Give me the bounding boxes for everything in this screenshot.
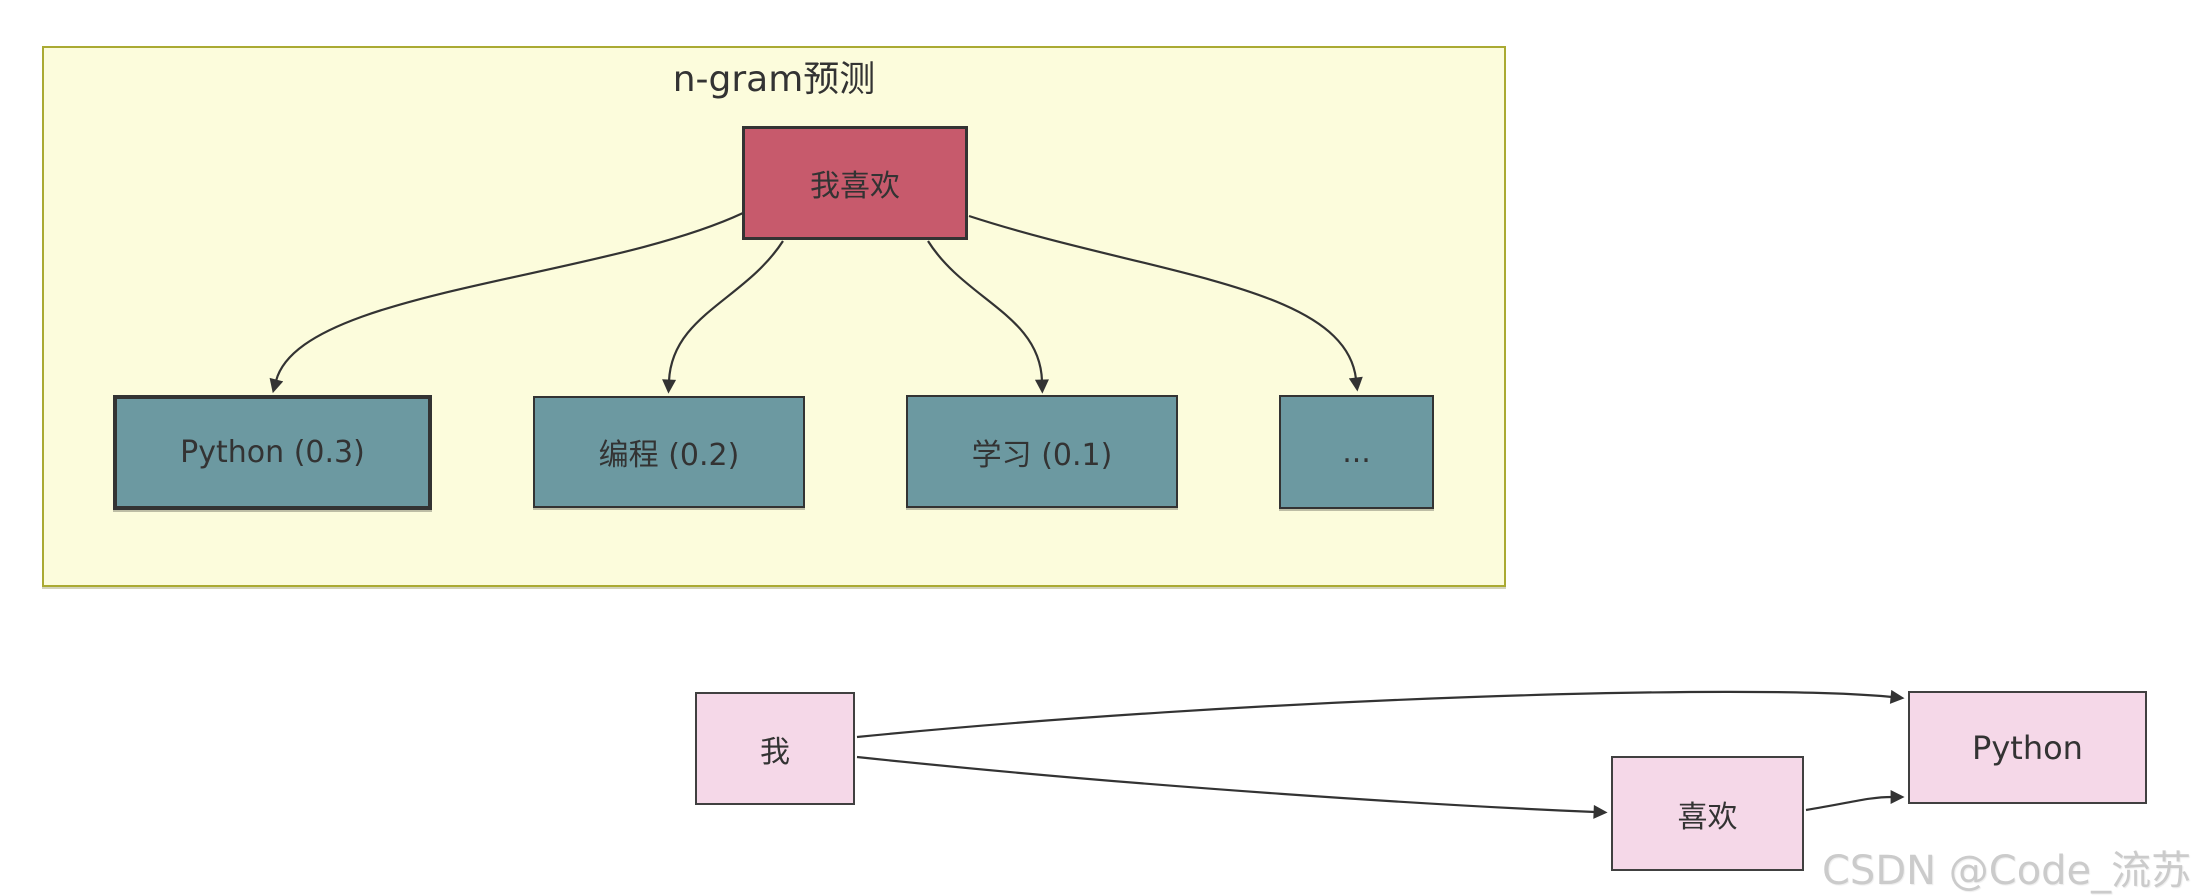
csdn-watermark: CSDN @Code_流苏: [1822, 848, 2192, 894]
node-candidate-xuexi: 学习 (0.1): [906, 395, 1178, 508]
node-seq-wo: 我: [695, 692, 855, 805]
node-context-wo-xihuan: 我喜欢: [742, 126, 968, 240]
node-candidate-python: Python (0.3): [113, 395, 432, 510]
node-label: Python: [1972, 728, 2083, 767]
node-seq-xihuan: 喜欢: [1611, 756, 1804, 871]
node-label: 编程 (0.2): [598, 438, 740, 473]
node-label: Python (0.3): [180, 435, 365, 470]
node-seq-python: Python: [1908, 691, 2147, 804]
node-label: 学习 (0.1): [971, 437, 1113, 473]
edge-xihuan-to-python: [1805, 790, 1905, 812]
node-candidate-ellipsis: ...: [1279, 395, 1434, 509]
edge-wo-to-python: [856, 689, 1905, 739]
node-label: ...: [1342, 434, 1371, 470]
node-label: 喜欢: [1677, 799, 1738, 835]
node-label: 我: [760, 734, 790, 770]
node-label: 我喜欢: [810, 169, 900, 204]
edge-wo-to-xihuan: [856, 755, 1608, 819]
node-candidate-biancheng: 编程 (0.2): [533, 396, 805, 508]
subgraph-title: n-gram预测: [672, 59, 876, 100]
